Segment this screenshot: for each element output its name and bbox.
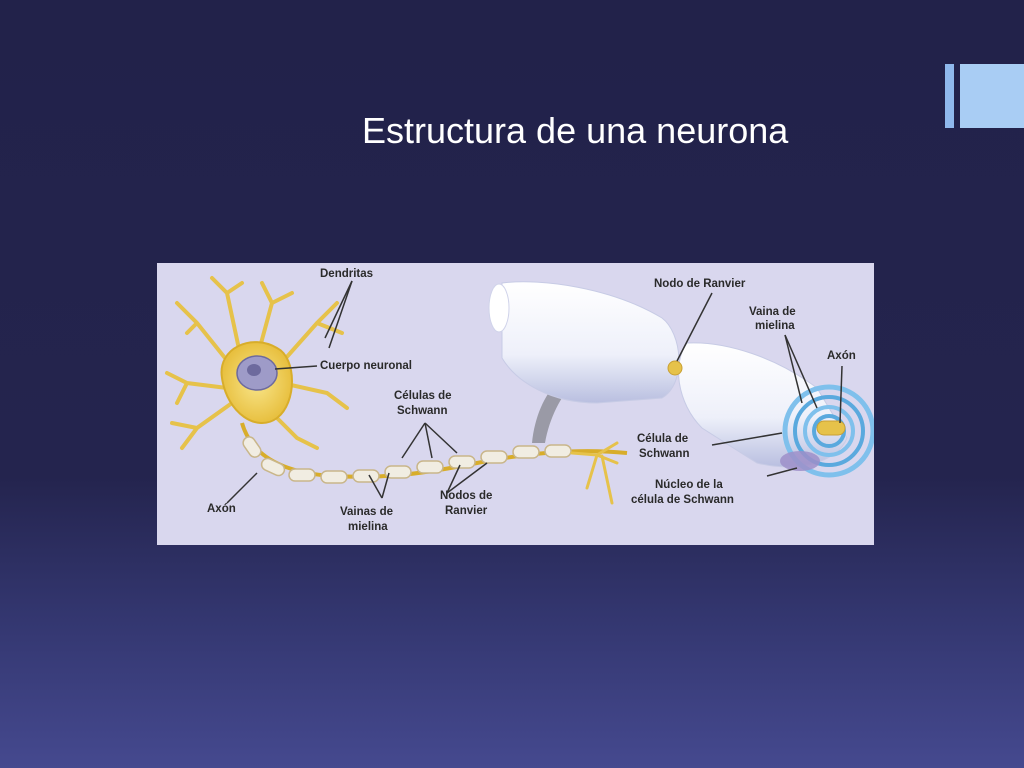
label-axon-left: Axón [207, 503, 236, 515]
label-nucleo-1: Núcleo de la [655, 479, 723, 491]
label-celula-de-schwann-2: Schwann [639, 448, 689, 460]
axon-core [816, 420, 846, 436]
schwann-spiral [782, 384, 874, 478]
label-celula-de-schwann-1: Célula de [637, 433, 688, 445]
label-nodos-de-ranvier-2: Ranvier [445, 505, 488, 517]
nucleolus [247, 364, 261, 376]
label-celulas-de-schwann-2: Schwann [397, 405, 447, 417]
slide-title: Estructura de una neurona [362, 110, 789, 151]
dendrites [165, 276, 349, 450]
neuron-diagram-svg: Dendritas Cuerpo neuronal Células de Sch… [165, 268, 874, 533]
label-dendritas: Dendritas [320, 268, 373, 280]
label-cuerpo-neuronal: Cuerpo neuronal [320, 360, 412, 372]
myelin-segments [242, 436, 572, 484]
label-nucleo-2: célula de Schwann [631, 494, 734, 506]
axon-terminals [570, 441, 619, 505]
label-vaina-de-mielina-1: Vaina de [749, 306, 796, 318]
diagram-labels: Dendritas Cuerpo neuronal Células de Sch… [207, 268, 856, 533]
label-nodo-de-ranvier: Nodo de Ranvier [654, 278, 746, 290]
label-nodos-de-ranvier-1: Nodos de [440, 490, 492, 502]
node-of-ranvier-dot [667, 360, 683, 376]
label-axon-right: Axón [827, 350, 856, 362]
label-vainas-de-mielina-1: Vainas de [340, 506, 393, 518]
label-vaina-de-mielina-2: mielina [755, 320, 795, 332]
corner-accent-bar-thin [945, 64, 954, 128]
label-vainas-de-mielina-2: mielina [348, 521, 388, 533]
corner-accent-bar-block [960, 64, 1024, 128]
schwann-nucleus [780, 451, 820, 471]
label-celulas-de-schwann-1: Células de [394, 390, 452, 402]
leader-lines [226, 280, 843, 504]
neuron-diagram: Dendritas Cuerpo neuronal Células de Sch… [157, 263, 874, 545]
